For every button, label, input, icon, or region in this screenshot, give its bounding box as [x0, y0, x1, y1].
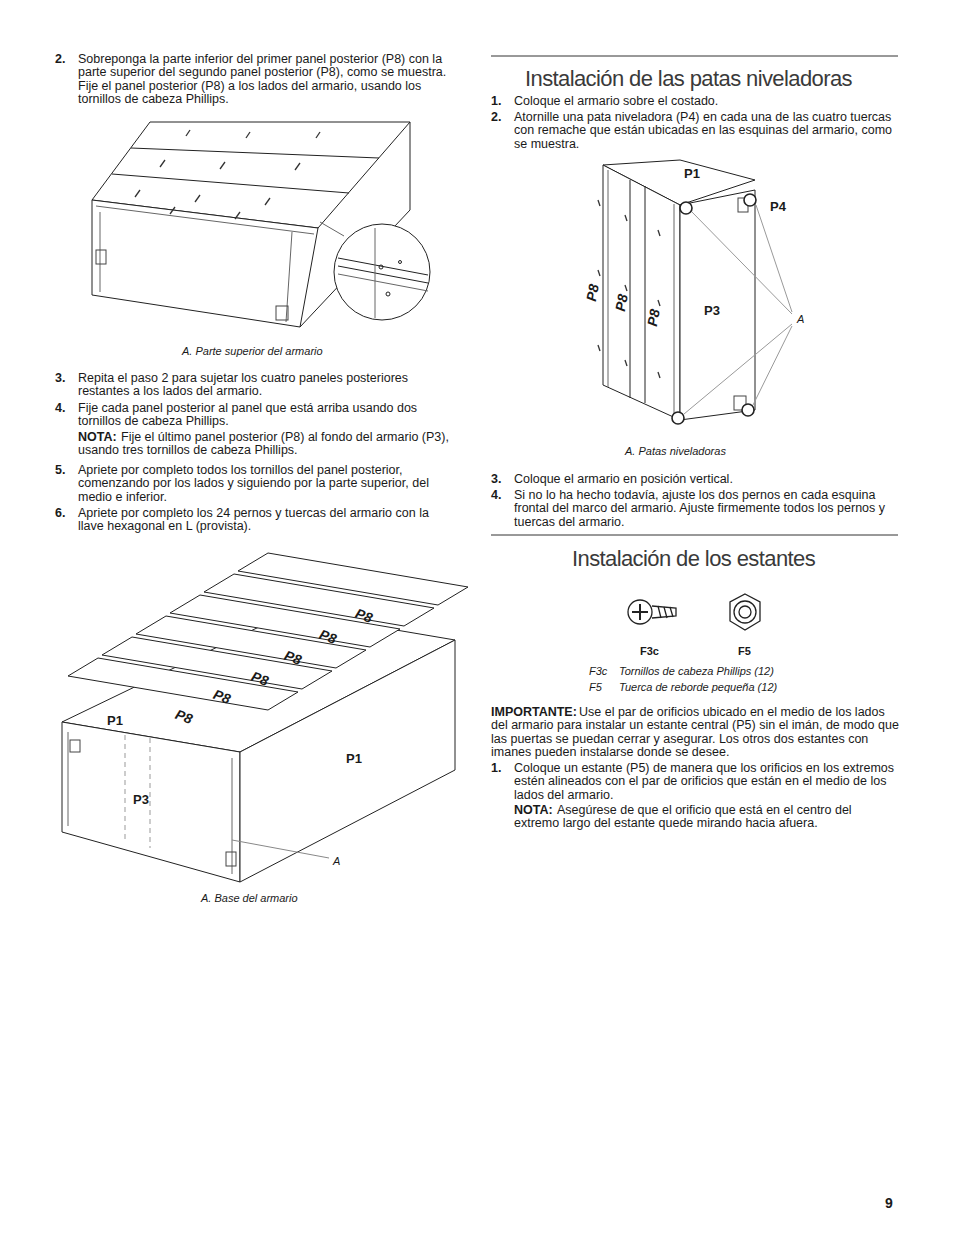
part-label: P1	[346, 752, 362, 765]
step-number: 3.	[491, 473, 501, 486]
step-number: 6.	[55, 507, 65, 520]
note-label: NOTA:	[78, 431, 117, 444]
step-number: 1.	[491, 95, 501, 108]
step-number: 3.	[55, 372, 65, 385]
instruction-text: Si no lo ha hecho todavía, ajuste los do…	[514, 489, 899, 529]
part-label: P8	[211, 688, 232, 706]
part-label: P8	[173, 708, 194, 726]
part-description: Tornillos de cabeza Phillips (12)	[619, 665, 774, 678]
note-label: NOTA:	[514, 804, 553, 817]
figure-caption: A. Parte superior del armario	[182, 345, 323, 358]
note-text: Asegúrese de que el orificio que está en…	[514, 804, 899, 831]
part-label: P8	[614, 293, 630, 312]
step-number: 5.	[55, 464, 65, 477]
part-label: P3	[133, 793, 149, 806]
part-label: P1	[107, 714, 123, 727]
step-number: 1.	[491, 762, 501, 775]
page-number: 9	[885, 1197, 893, 1210]
part-description: Tuerca de reborde pequeña (12)	[619, 681, 777, 694]
part-label: P4	[770, 200, 786, 213]
important-text: Use el par de orificios ubicado en el me…	[491, 706, 899, 760]
cabinet-top-figure	[92, 122, 430, 327]
back-panel	[238, 553, 468, 605]
part-label: P8	[249, 670, 270, 688]
instruction-text: Coloque el armario sobre el costado.	[514, 95, 899, 108]
part-label: P8	[282, 649, 303, 667]
part-code: F5	[589, 681, 602, 694]
instruction-text: Apriete por completo los 24 pernos y tue…	[78, 507, 458, 534]
step-number: 4.	[491, 489, 501, 502]
instruction-text: Coloque el armario en posición vertical.	[514, 473, 899, 486]
part-label: P8	[317, 628, 338, 646]
instruction-text: Apriete por completo todos los tornillos…	[78, 464, 458, 504]
part-label: P8	[646, 308, 662, 327]
section-heading: Instalación de los estantes	[572, 546, 815, 572]
important-label: IMPORTANTE:	[491, 706, 577, 719]
step-number: 2.	[491, 111, 501, 124]
callout-letter: A	[797, 313, 804, 326]
instruction-text: Repita el paso 2 para sujetar los cuatro…	[78, 372, 458, 399]
step-number: 2.	[55, 53, 65, 66]
note-text: Fije el último panel posterior (P8) al f…	[78, 431, 458, 458]
cabinet-base-figure	[62, 553, 468, 882]
instruction-text: Fije cada panel posterior al panel que e…	[78, 402, 458, 429]
instruction-text: Sobreponga la parte inferior del primer …	[78, 53, 458, 107]
part-code: F3c	[589, 665, 607, 678]
instruction-text: Coloque un estante (P5) de manera que lo…	[514, 762, 899, 802]
instruction-text: Atornille una pata niveladora (P4) en ca…	[514, 111, 899, 151]
section-heading: Instalación de las patas niveladoras	[525, 66, 852, 92]
callout-letter: A	[333, 855, 340, 868]
figure-caption: A. Base del armario	[201, 892, 298, 905]
leveling-legs-figure	[598, 160, 792, 424]
part-code: F5	[738, 645, 751, 658]
part-label: P1	[684, 167, 700, 180]
figure-caption: A. Patas niveladoras	[625, 445, 726, 458]
part-code: F3c	[640, 645, 659, 658]
hardware-icons	[628, 594, 760, 630]
part-label: P3	[704, 304, 720, 317]
part-label: P8	[585, 283, 601, 302]
step-number: 4.	[55, 402, 65, 415]
part-label: P8	[353, 607, 374, 625]
